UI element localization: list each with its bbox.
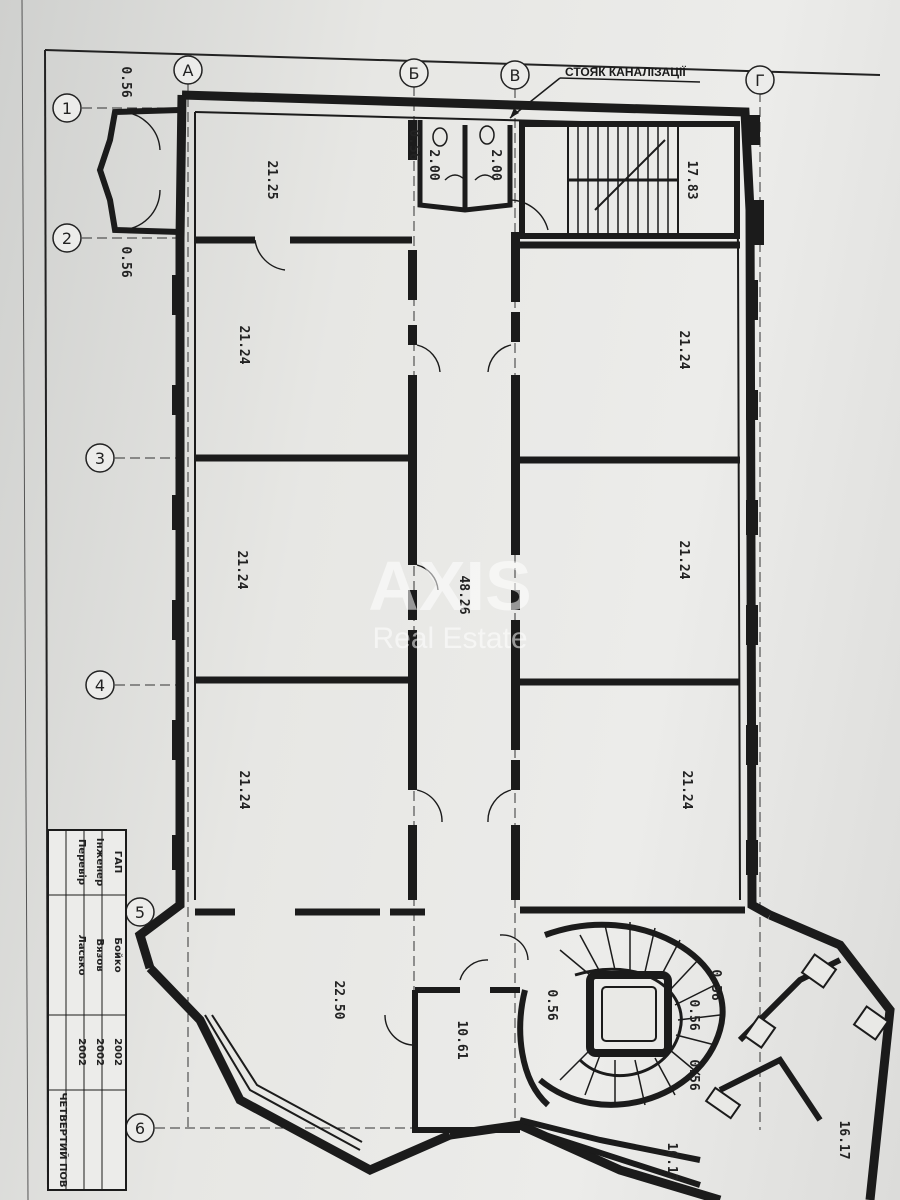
- dim-6: 0.56: [686, 1059, 701, 1090]
- room-area-r4: 21.24: [236, 770, 251, 809]
- tb-col2-2: Ласько: [76, 935, 87, 976]
- room-area-r5: 21.24: [676, 330, 691, 369]
- room-area-r2: 21.24: [236, 325, 251, 364]
- room-area-wc1: 2.00: [426, 149, 441, 180]
- axis-label-5: 5: [135, 903, 145, 922]
- right-lower-piers: [704, 953, 890, 1120]
- axis-label-v: В: [510, 66, 521, 85]
- tb-col2-0: Бойко: [112, 937, 123, 972]
- dim-5: 0.56: [686, 999, 701, 1030]
- tb-sheet-name: ЧЕТВЕРТИЙ ПОВ: [57, 1092, 70, 1187]
- room-area-r6: 21.24: [676, 540, 691, 579]
- outer-walls: [134, 90, 895, 1200]
- tb-date-2: 2002: [76, 1038, 87, 1066]
- vestibule: [96, 107, 181, 235]
- tb-date-1: 2002: [94, 1038, 105, 1066]
- riser-label: СТОЯК КАНАЛІЗАЦІЇ: [565, 64, 686, 79]
- axis-label-6: 6: [135, 1119, 145, 1138]
- partitions: [195, 236, 745, 916]
- tb-col1-1: Інженер: [94, 838, 105, 886]
- windows-right: [746, 115, 764, 875]
- room-area-big: 22.50: [331, 980, 346, 1019]
- windows-left: [172, 275, 184, 870]
- room-area-r7: 21.24: [679, 770, 694, 809]
- room-area-stair: 17.83: [684, 160, 699, 199]
- stair-top: [519, 121, 740, 239]
- axis-circles: [52, 55, 775, 1143]
- dim-7: 0.56: [406, 129, 421, 160]
- room-area-small: 10.17: [664, 1142, 679, 1181]
- room-area-corridor: 48.26: [456, 575, 471, 614]
- tb-date-0: 2002: [112, 1038, 123, 1066]
- axis-label-2: 2: [62, 229, 72, 248]
- page-edge: [21, 0, 29, 1200]
- axis-label-3: 3: [95, 449, 105, 468]
- dim-1: 0.56: [118, 66, 133, 97]
- tb-col1-2: Перевір: [76, 839, 87, 885]
- title-block: ГАП Інженер Перевір Бойко Вязов Ласько 2…: [47, 829, 127, 1191]
- corridor-walls: [408, 120, 520, 900]
- dim-4: 0.56: [708, 969, 723, 1000]
- wc-fixtures: [432, 125, 496, 181]
- frame-top: [44, 49, 881, 76]
- axis-label-1: 1: [62, 99, 72, 118]
- room-area-extra: 16.17: [836, 1120, 851, 1159]
- watermark-sub: Real Estate: [372, 622, 527, 655]
- tb-col2-1: Вязов: [94, 938, 105, 971]
- axis-label-4: 4: [95, 676, 105, 695]
- room-area-hall: 10.61: [454, 1020, 469, 1059]
- room-area-wc2: 2.00: [488, 149, 503, 180]
- room-area-r3: 21.24: [234, 550, 249, 589]
- tb-col1-0: ГАП: [112, 851, 123, 873]
- axis-label-b: Б: [409, 64, 420, 83]
- dim-2: 0.56: [118, 246, 133, 277]
- wc-block: [417, 120, 513, 213]
- dim-3: 0.56: [544, 989, 559, 1020]
- doors: [119, 111, 549, 1046]
- hall: [412, 987, 520, 1133]
- axis-label-a: А: [183, 61, 194, 80]
- room-area-r1: 21.25: [264, 160, 279, 199]
- spiral-stair: [517, 921, 726, 1108]
- axis-label-g: Г: [755, 71, 765, 90]
- watermark-brand: AXIS: [368, 547, 531, 625]
- riser-annotation: [509, 77, 701, 119]
